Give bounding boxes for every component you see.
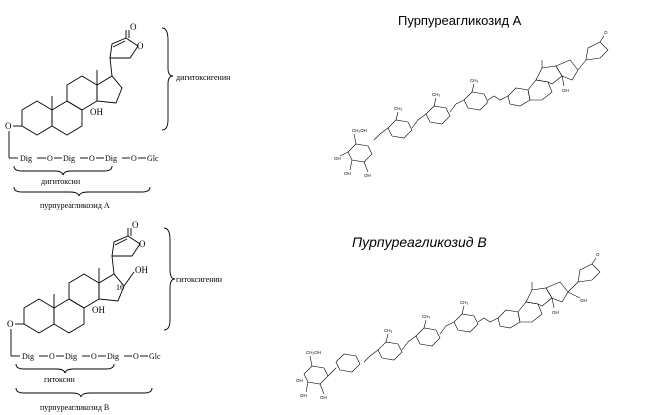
purpurea-a-brace xyxy=(13,186,151,197)
purpurea-a-title: Пурпуреагликозид А xyxy=(398,13,522,28)
chain-item: Dig xyxy=(20,154,32,163)
sugar-chain-bottom: Dig O Dig O Dig O Glc xyxy=(22,352,161,361)
ch3-label: CH₃ xyxy=(422,314,430,319)
ch3-label: CH₃ xyxy=(460,300,468,305)
aglycone-label: гитоксигенин xyxy=(176,275,223,284)
purpurea-b-3d-structure xyxy=(303,257,601,395)
c16-hydroxyl-label: OH xyxy=(135,265,148,275)
chain-item: O xyxy=(89,154,95,163)
c3-oxygen-label: O xyxy=(7,319,14,329)
o-label: O xyxy=(596,252,600,257)
chain-item: Glc xyxy=(147,154,159,163)
lactone-carbonyl-oxygen: O xyxy=(132,220,139,230)
ch2oh-label: CH₂OH xyxy=(352,128,367,133)
chain-item: O xyxy=(47,154,53,163)
chain-item: Dig xyxy=(65,352,77,361)
gitoxin-brace xyxy=(15,363,115,374)
ch2oh-label: CH₂OH xyxy=(306,350,321,355)
gitoxigenin-structure xyxy=(10,228,141,357)
lactone-carbonyl-oxygen: O xyxy=(130,22,137,32)
chain-item: O xyxy=(131,154,137,163)
oh-label: OH xyxy=(334,156,341,161)
lactone-ring-oxygen: O xyxy=(137,41,144,51)
chain-item: Dig xyxy=(22,352,34,361)
oh-label: OH xyxy=(296,378,303,383)
chain-item: Dig xyxy=(107,352,119,361)
o-label: O xyxy=(604,30,608,35)
oh-label: OH xyxy=(320,395,327,400)
chain-item: Glc xyxy=(149,352,161,361)
c14-hydroxyl-label: OH xyxy=(92,305,105,315)
position-16-label: 16 xyxy=(116,283,124,292)
ch3-label: CH₃ xyxy=(432,92,440,97)
oh-label: OH xyxy=(580,298,587,303)
chain-item: O xyxy=(49,352,55,361)
digitoxin-label: дигитоксин xyxy=(41,177,81,186)
lactone-ring-oxygen: O xyxy=(139,239,146,249)
chain-item: O xyxy=(91,352,97,361)
aglycone-brace xyxy=(161,27,174,131)
ch3-label: CH₃ xyxy=(470,78,478,83)
purpurea-b-title: Пурпуреагликозид В xyxy=(352,234,487,250)
chain-item: O xyxy=(133,352,139,361)
oh-label: OH xyxy=(344,171,351,176)
aglycone-label: дигитоксигенин xyxy=(176,73,231,82)
c14-hydroxyl-label: OH xyxy=(90,107,103,117)
oh-label: OH xyxy=(300,393,307,398)
chain-item: Dig xyxy=(105,154,117,163)
gitoxin-label: гитоксин xyxy=(44,375,75,384)
ch3-label: CH₃ xyxy=(394,106,402,111)
aglycone-brace xyxy=(163,227,176,331)
oh-label: OH xyxy=(364,173,371,178)
oh-label: OH xyxy=(562,88,569,93)
sugar-chain-top: Dig O Dig O Dig O Glc xyxy=(20,154,159,163)
digitoxigenin-structure xyxy=(8,30,139,159)
ch3-label: CH₃ xyxy=(384,328,392,333)
purpurea-a-3d-structure xyxy=(339,35,609,173)
purpurea-a-label: пурпуреагликозид А xyxy=(40,201,110,210)
purpurea-b-label: пурпуреагликозид В xyxy=(40,403,109,412)
purpurea-b-brace xyxy=(15,387,153,398)
oh-label: OH xyxy=(552,310,559,315)
c3-oxygen-label: O xyxy=(5,121,12,131)
chain-item: Dig xyxy=(63,154,75,163)
digitoxin-brace xyxy=(13,165,113,176)
